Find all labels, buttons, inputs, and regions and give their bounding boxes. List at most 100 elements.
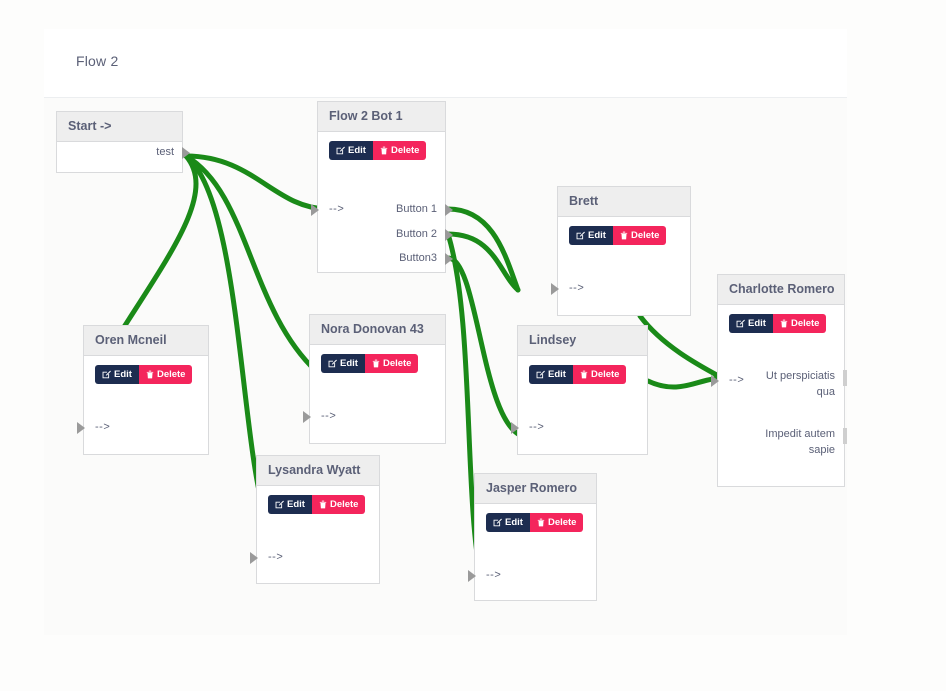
output-handle-start-test[interactable] [182, 147, 190, 159]
input-handle-brett[interactable] [551, 283, 559, 295]
input-label-oren: --> [95, 421, 111, 433]
node-title-jasper: Jasper Romero [475, 474, 596, 504]
trash-icon [372, 359, 380, 368]
output-label-start-test: test [156, 146, 174, 158]
trash-icon [537, 518, 545, 527]
output-handle-flow2bot1-1[interactable] [445, 229, 453, 241]
delete-button-lysandra[interactable]: Delete [311, 495, 366, 514]
flow-node-start[interactable]: Start -> test [56, 111, 190, 173]
delete-button-label: Delete [547, 516, 577, 528]
output-label-flow2bot1-2: Button3 [399, 252, 437, 264]
output-handle-flow2bot1-2[interactable] [445, 253, 453, 265]
edit-button-label: Edit [548, 368, 566, 380]
flow-edge-6 [445, 255, 528, 440]
trash-icon [380, 146, 388, 155]
delete-button-label: Delete [590, 368, 620, 380]
node-actions-charlotte: Edit Delete [718, 305, 844, 341]
delete-button-nora[interactable]: Delete [364, 354, 419, 373]
flow-node-flow2bot1[interactable]: Flow 2 Bot 1 Edit Delete --> Button 1 Button … [311, 101, 453, 273]
edit-button-lysandra[interactable]: Edit [268, 495, 312, 514]
node-title-brett: Brett [558, 187, 690, 217]
node-body-nora: Edit Delete [310, 345, 445, 381]
delete-button-label: Delete [156, 368, 186, 380]
edit-button-oren[interactable]: Edit [95, 365, 139, 384]
input-handle-charlotte[interactable] [711, 375, 719, 387]
pencil-icon [536, 370, 545, 379]
edit-button-charlotte[interactable]: Edit [729, 314, 773, 333]
delete-button-jasper[interactable]: Delete [529, 513, 584, 532]
output-handle-charlotte-1[interactable] [843, 428, 847, 444]
edit-button-label: Edit [340, 357, 358, 369]
node-title-nora: Nora Donovan 43 [310, 315, 445, 345]
flow-edge-8 [637, 313, 729, 383]
trash-icon [319, 500, 327, 509]
edit-button-label: Edit [588, 229, 606, 241]
edit-button-nora[interactable]: Edit [321, 354, 365, 373]
edit-button-brett[interactable]: Edit [569, 226, 613, 245]
flow-node-nora[interactable]: Nora Donovan 43 Edit Delete --> [303, 314, 446, 444]
input-label-flow2bot1: --> [329, 203, 345, 215]
edit-button-label: Edit [348, 144, 366, 156]
output-handle-charlotte-0[interactable] [843, 370, 847, 386]
node-title-start: Start -> [57, 112, 182, 142]
input-label-nora: --> [321, 410, 337, 422]
pencil-icon [576, 231, 585, 240]
input-handle-jasper[interactable] [468, 570, 476, 582]
node-title-lindsey: Lindsey [518, 326, 647, 356]
pencil-icon [328, 359, 337, 368]
output-label-charlotte-1: Impedit autem sapie [765, 428, 835, 456]
output-label-flow2bot1-1: Button 2 [396, 228, 437, 240]
node-title-lysandra: Lysandra Wyatt [257, 456, 379, 486]
pencil-icon [493, 518, 502, 527]
node-actions-nora: Edit Delete [310, 345, 445, 381]
node-body-flow2bot1: Edit Delete [318, 132, 445, 168]
node-actions-jasper: Edit Delete [475, 504, 596, 540]
trash-icon [146, 370, 154, 379]
trash-icon [580, 370, 588, 379]
edit-button-label: Edit [287, 498, 305, 510]
delete-button-lindsey[interactable]: Delete [572, 365, 627, 384]
edit-button-lindsey[interactable]: Edit [529, 365, 573, 384]
delete-button-brett[interactable]: Delete [612, 226, 667, 245]
input-handle-lindsey[interactable] [511, 422, 519, 434]
trash-icon [780, 319, 788, 328]
node-actions-flow2bot1: Edit Delete [318, 132, 445, 168]
node-body-brett: Edit Delete [558, 217, 690, 253]
pencil-icon [336, 146, 345, 155]
delete-button-charlotte[interactable]: Delete [772, 314, 827, 333]
input-label-jasper: --> [486, 569, 502, 581]
output-label-flow2bot1-0: Button 1 [396, 203, 437, 215]
node-body-jasper: Edit Delete [475, 504, 596, 540]
output-handle-flow2bot1-0[interactable] [445, 204, 453, 216]
pencil-icon [736, 319, 745, 328]
node-title-charlotte: Charlotte Romero [718, 275, 844, 305]
flow-edge-0 [183, 153, 330, 212]
flow-edge-4 [445, 206, 521, 293]
edit-button-label: Edit [748, 317, 766, 329]
node-actions-lysandra: Edit Delete [257, 486, 379, 522]
input-handle-lysandra[interactable] [250, 552, 258, 564]
input-handle-oren[interactable] [77, 422, 85, 434]
delete-button-oren[interactable]: Delete [138, 365, 193, 384]
input-label-lysandra: --> [268, 551, 284, 563]
node-body-lindsey: Edit Delete [518, 356, 647, 392]
delete-button-flow2bot1[interactable]: Delete [372, 141, 427, 160]
edit-button-jasper[interactable]: Edit [486, 513, 530, 532]
node-body-oren: Edit Delete [84, 356, 208, 392]
input-handle-flow2bot1[interactable] [311, 204, 319, 216]
edit-button-flow2bot1[interactable]: Edit [329, 141, 373, 160]
output-label-charlotte-0: Ut perspiciatis qua [765, 370, 835, 398]
node-title-flow2bot1: Flow 2 Bot 1 [318, 102, 445, 132]
trash-icon [620, 231, 628, 240]
node-actions-oren: Edit Delete [84, 356, 208, 392]
node-body-charlotte: Edit Delete [718, 305, 844, 341]
input-handle-nora[interactable] [303, 411, 311, 423]
